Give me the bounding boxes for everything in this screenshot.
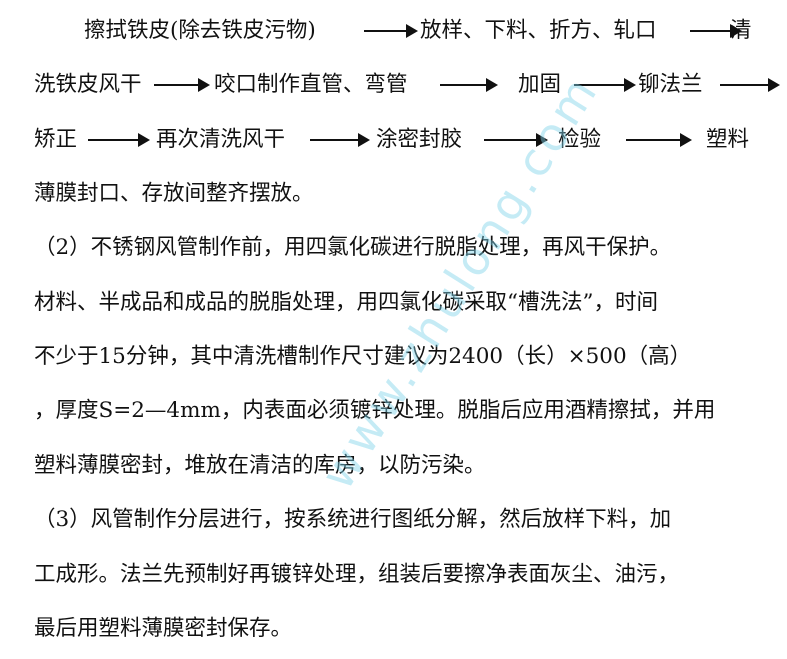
flow-step-layout-cut: 放样、下料、折方、轧口 [420, 18, 657, 43]
flow-step-film-part1: 塑料 [706, 127, 750, 152]
flow-step-seam-duct: 咬口制作直管、弯管 [214, 72, 408, 97]
flow-arrow [88, 133, 150, 147]
flow-arrow [720, 78, 780, 92]
flow-arrow [626, 133, 692, 147]
paragraph-3-line-3: 最后用塑料薄膜密封保存。 [34, 616, 293, 641]
flow-step-clean-part2: 洗铁皮风干 [34, 72, 142, 97]
flow-step-clean-part1: 清 [730, 18, 752, 43]
paragraph-3-line-2: 工成形。法兰先预制好再镀锌处理，组装后要擦净表面灰尘、油污， [34, 562, 680, 587]
flow-arrow [440, 78, 498, 92]
flow-step-straighten: 矫正 [34, 127, 78, 152]
flow-arrow [310, 133, 370, 147]
flow-arrow [690, 24, 742, 38]
flow-arrow [154, 78, 210, 92]
flow-step-rivet-flange: 铆法兰 [638, 72, 703, 97]
flow-step-sealant: 涂密封胶 [376, 127, 463, 152]
flow-step-reclean: 再次清洗风干 [156, 127, 286, 152]
flow-step-reinforce: 加固 [518, 72, 562, 97]
flow-step-film-part2: 薄膜封口、存放间整齐摆放。 [34, 181, 314, 206]
flow-arrow [364, 24, 418, 38]
flow-arrow [484, 133, 548, 147]
paragraph-2-line-1: （2）不锈钢风管制作前，用四氯化碳进行脱脂处理，再风干保护。 [34, 235, 672, 260]
paragraph-2-line-3: 不少于15分钟，其中清洗槽制作尺寸建议为2400（长）×500（高） [34, 344, 692, 369]
flow-arrow [574, 78, 636, 92]
paragraph-2-line-2: 材料、半成品和成品的脱脂处理，用四氯化碳采取“槽洗法”，时间 [34, 290, 658, 315]
paragraph-2-line-4: ，厚度S=2—4mm，内表面必须镀锌处理。脱脂后应用酒精擦拭，并用 [34, 398, 716, 423]
paragraph-3-line-1: （3）风管制作分层进行，按系统进行图纸分解，然后放样下料，加 [34, 507, 672, 532]
flow-step-inspect: 检验 [558, 127, 602, 152]
flow-step-wipe-sheet: 擦拭铁皮(除去铁皮污物) [84, 18, 316, 43]
paragraph-2-line-5: 塑料薄膜密封，堆放在清洁的库房，以防污染。 [34, 453, 486, 478]
